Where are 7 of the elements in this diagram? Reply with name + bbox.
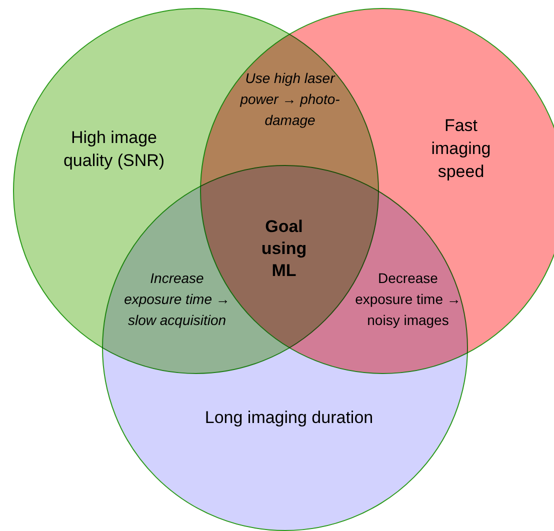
- overlap-label: Decrease exposure time → noisy images: [354, 269, 462, 330]
- circle-label: Fast imaging speed: [430, 115, 492, 183]
- circle-label: High image quality (SNR): [62, 127, 166, 172]
- overlap-label: Increase exposure time → slow acquisition: [124, 269, 230, 330]
- circle-label: Long imaging duration: [204, 407, 374, 429]
- overlap-label: Goal using ML: [260, 216, 308, 282]
- overlap-label: Use high laser power → photo-damage: [239, 69, 341, 130]
